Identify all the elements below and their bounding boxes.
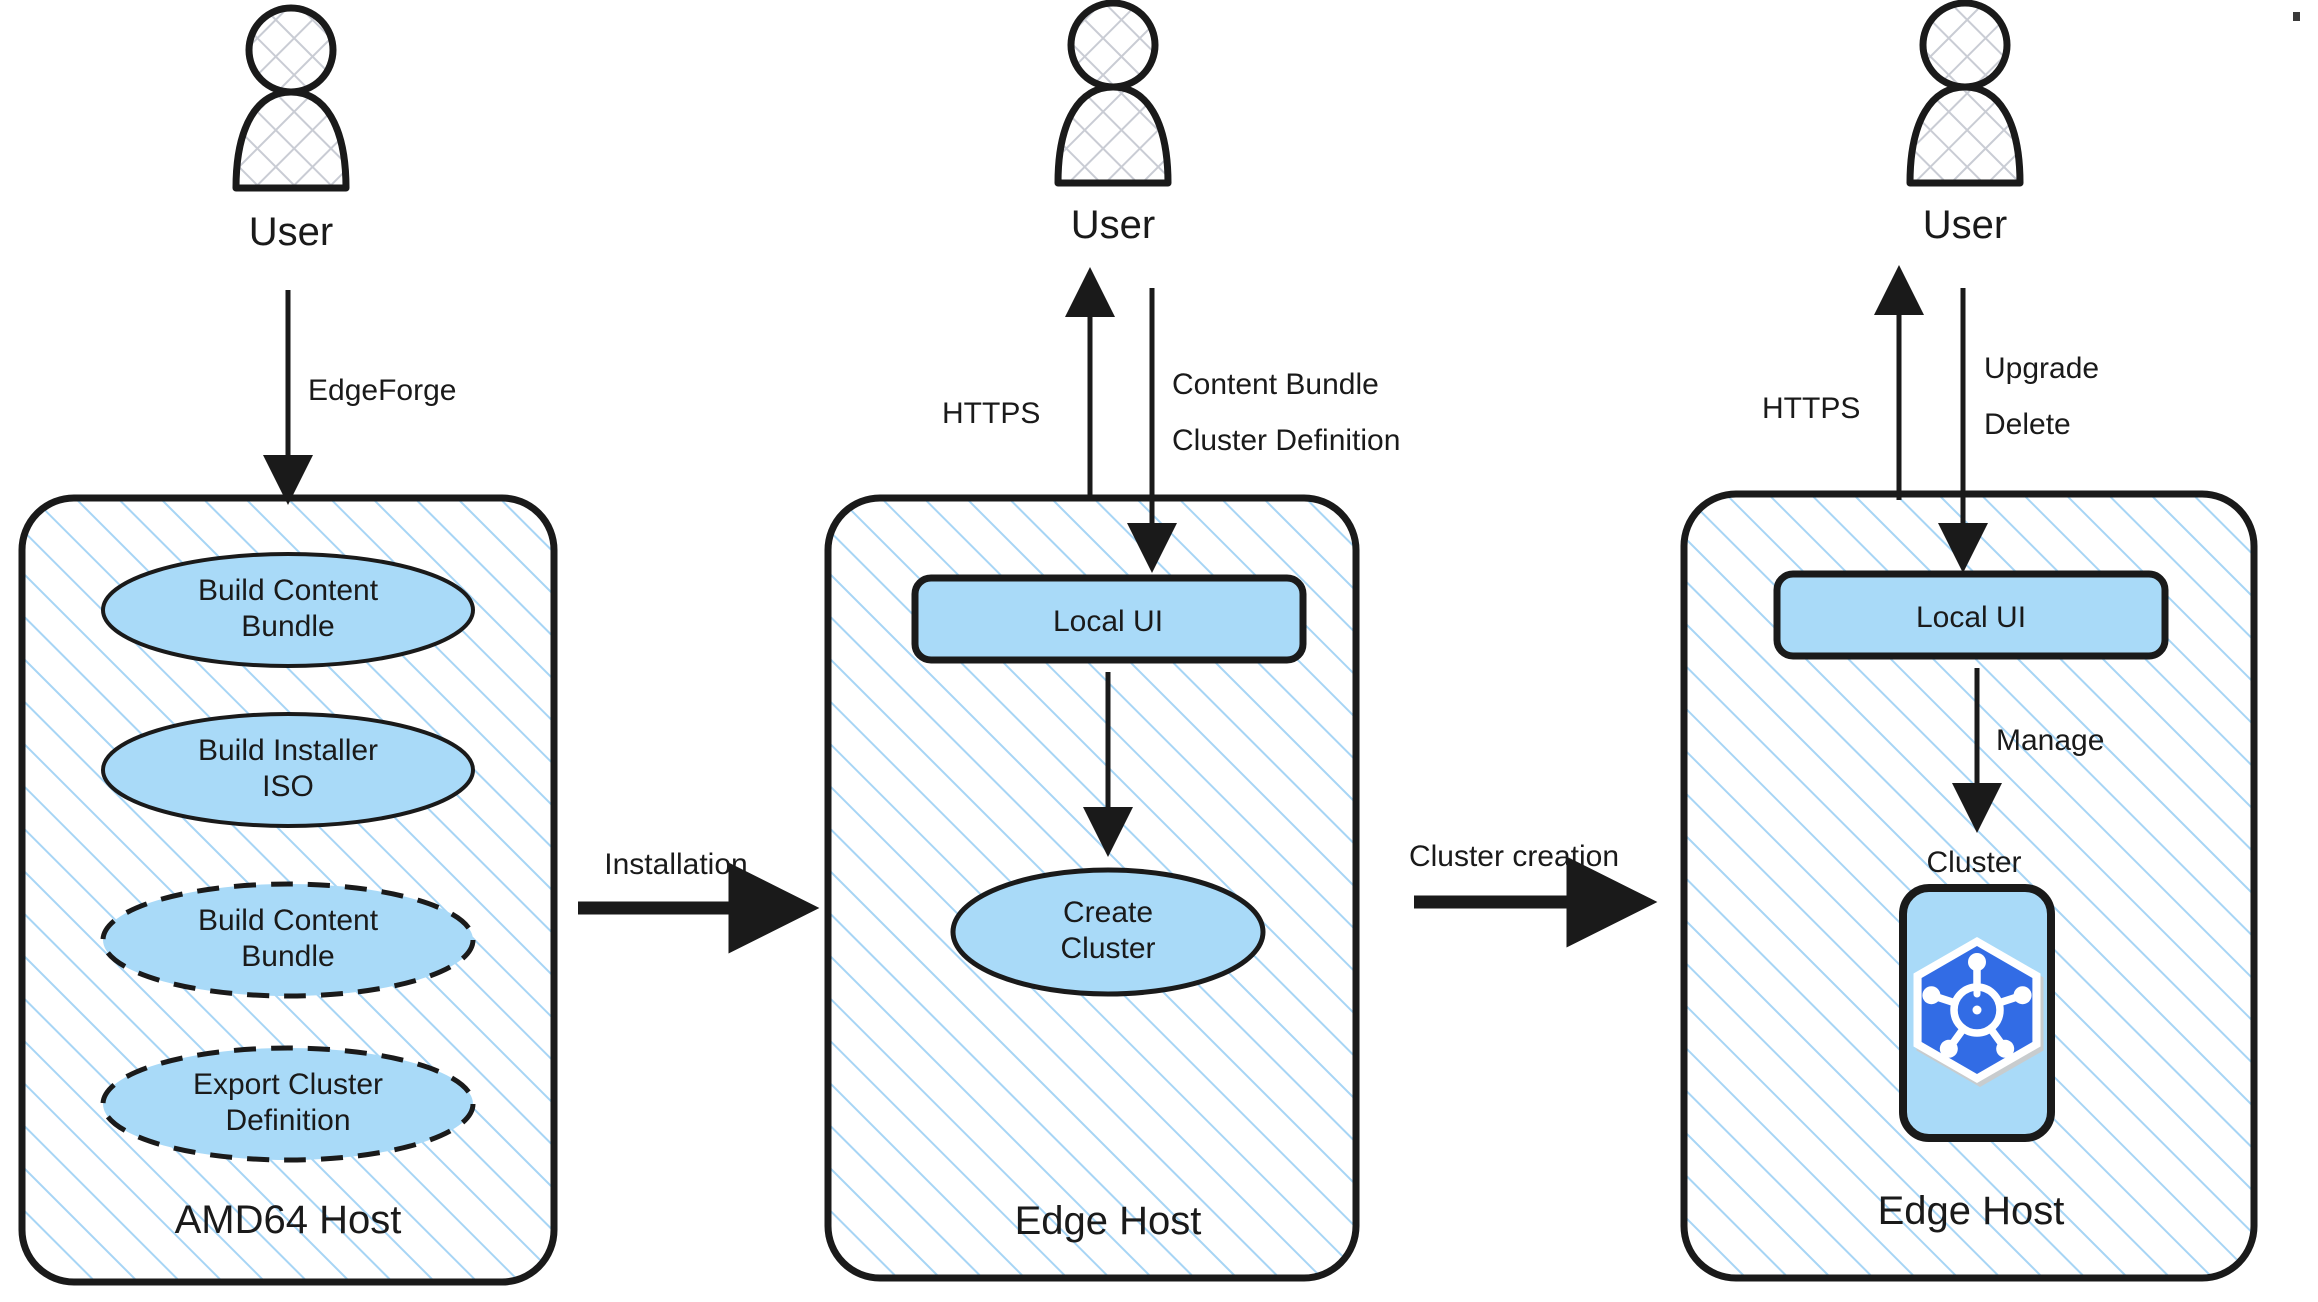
actor-user-left-figure	[232, 4, 350, 192]
node-build-content-bundle-1	[101, 552, 475, 668]
actor-user-middle-figure	[1054, 0, 1172, 187]
node-export-cluster-definition	[100, 1045, 476, 1163]
stray-mark	[2293, 12, 2300, 21]
node-build-installer-iso	[101, 712, 475, 828]
node-create-cluster	[950, 867, 1266, 997]
node-build-content-bundle-2	[100, 881, 476, 999]
node-local-ui-middle	[911, 574, 1307, 664]
actor-user-right-figure	[1906, 0, 2024, 187]
kubernetes-icon	[1913, 937, 2044, 1087]
node-local-ui-right	[1773, 570, 2169, 660]
